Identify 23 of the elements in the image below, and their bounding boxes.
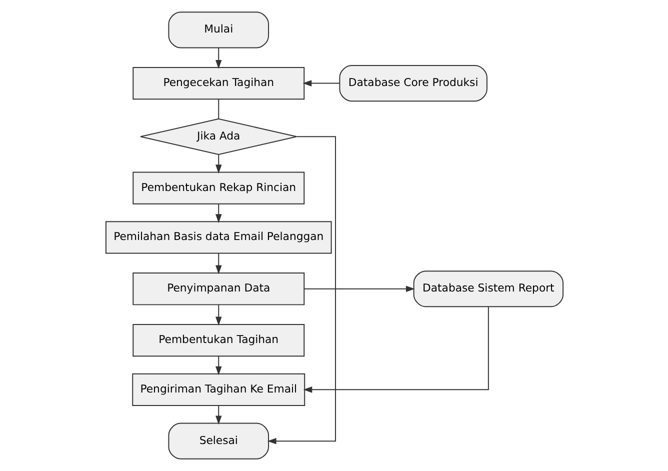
node-box: Pembentukan Tagihan: [132, 324, 304, 357]
connector: [218, 98, 219, 120]
node-box: Pemilahan Basis data Email Pelanggan: [104, 221, 332, 254]
node-diamond: Jika Ada: [140, 118, 297, 155]
arrow: [215, 203, 222, 224]
arrow: [266, 136, 336, 444]
arrow: [215, 48, 222, 69]
node-box: Pembentukan Rekap Rincian: [132, 172, 304, 204]
arrow: [215, 304, 222, 326]
node-box: Selesai: [168, 422, 269, 460]
node-box: Mulai: [168, 12, 269, 48]
arrow: [215, 405, 222, 425]
arrow: [302, 80, 340, 86]
arrow: [215, 154, 222, 174]
arrow: [302, 306, 488, 393]
node-box: Database Sistem Report: [412, 270, 564, 308]
arrow: [215, 252, 222, 274]
node-box: Pengiriman Tagihan Ke Email: [132, 373, 305, 406]
arrow: [303, 286, 414, 292]
node-box: Database Core Produksi: [338, 65, 487, 102]
node-box: Penyimpanan Data: [132, 272, 304, 306]
node-box: Pengecekan Tagihan: [132, 67, 304, 100]
arrow: [215, 356, 222, 376]
